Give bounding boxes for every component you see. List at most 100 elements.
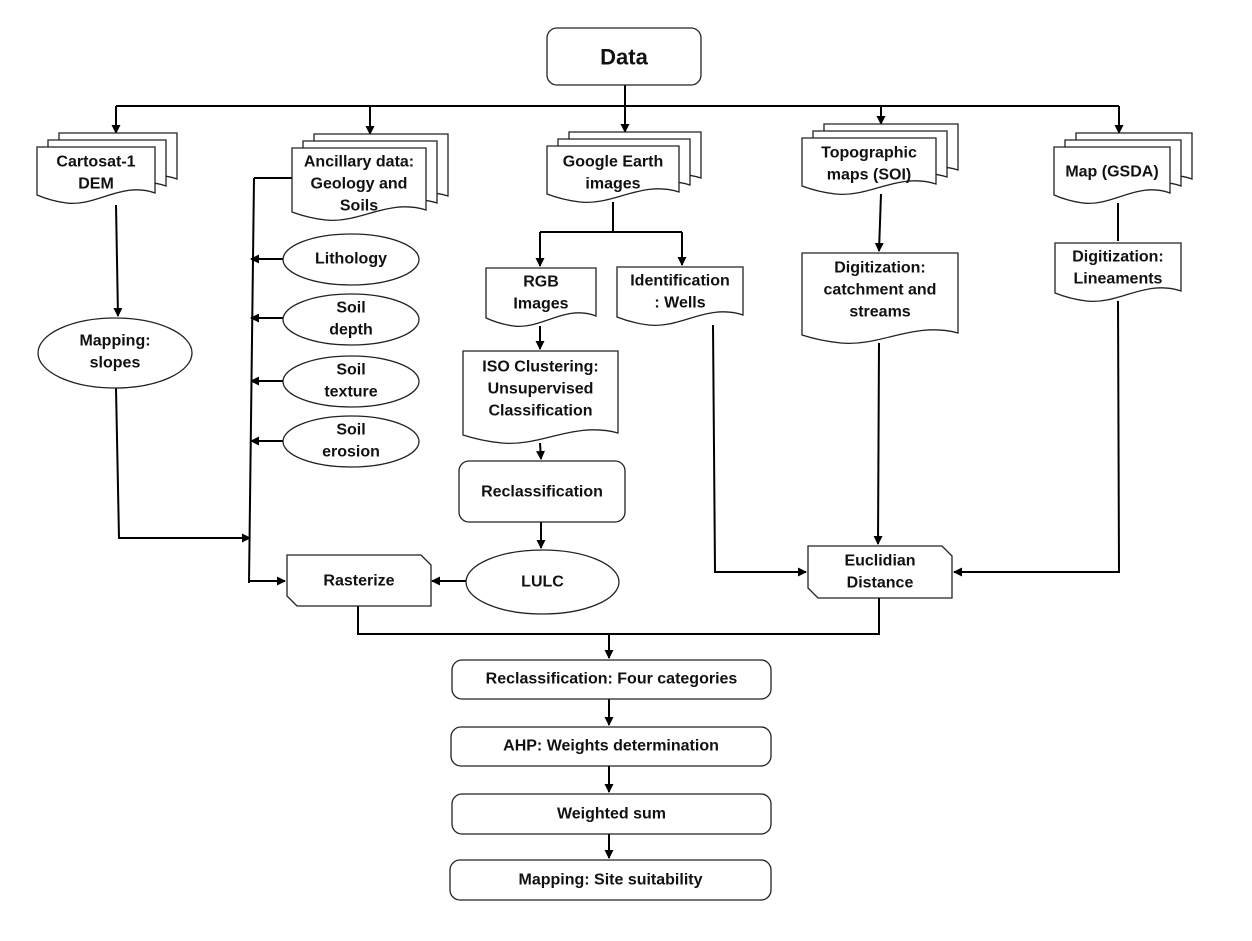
node-label: DEM xyxy=(78,176,114,193)
node-identification-wells: Identification : Wells xyxy=(616,266,744,327)
node-soil-erosion: Soil erosion xyxy=(282,415,420,468)
document-box xyxy=(801,252,959,345)
node-label: catchment and xyxy=(824,282,937,299)
process-box xyxy=(458,460,626,523)
node-digitization-catchment: Digitization: catchment and streams xyxy=(801,252,959,345)
connector-arrow xyxy=(874,193,884,252)
connector-arrow xyxy=(536,442,545,460)
node-label: Rasterize xyxy=(323,573,394,590)
document-stack-front xyxy=(801,137,937,196)
node-label: RGB xyxy=(523,274,559,291)
node-label: Unsupervised xyxy=(488,381,594,398)
node-label: Soil xyxy=(336,362,365,379)
node-label: Reclassification xyxy=(481,484,603,501)
process-ellipse xyxy=(282,293,420,346)
document-stack-front xyxy=(36,146,156,205)
node-google-earth: Google Earth images xyxy=(546,131,702,204)
node-label: LULC xyxy=(521,574,564,591)
output-box xyxy=(807,545,953,599)
document-box xyxy=(485,267,597,328)
node-label: Euclidian xyxy=(844,553,915,570)
node-label: Soils xyxy=(340,198,378,215)
node-label: AHP: Weights determination xyxy=(503,738,719,755)
node-label: texture xyxy=(324,384,377,401)
node-iso-clustering: ISO Clustering: UnsupervisedClassificatio… xyxy=(462,350,619,445)
node-weighted-sum: Weighted sum xyxy=(451,793,772,835)
node-label: Soil xyxy=(336,422,365,439)
process-ellipse xyxy=(465,549,620,615)
node-label: streams xyxy=(849,304,910,321)
node-soil-texture: Soil texture xyxy=(282,355,420,408)
node-digitization-lineaments: Digitization: Lineaments xyxy=(1054,242,1182,303)
node-label: Mapping: Site suitability xyxy=(518,872,702,889)
node-label: Identification xyxy=(630,273,730,290)
connector-layer xyxy=(111,85,1124,859)
node-label: erosion xyxy=(322,444,380,461)
document-box xyxy=(616,266,744,327)
connector-arrow xyxy=(953,300,1121,577)
node-label: Google Earth xyxy=(563,154,663,171)
node-label: images xyxy=(585,176,640,193)
node-label: Lineaments xyxy=(1074,271,1163,288)
process-ellipse xyxy=(282,355,420,408)
node-rgb-images: RGB Images xyxy=(485,267,597,328)
node-mapping-slopes: Mapping: slopes xyxy=(37,317,193,389)
process-ellipse xyxy=(37,317,193,389)
node-soil-depth: Soil depth xyxy=(282,293,420,346)
node-label: maps (SOI) xyxy=(827,167,911,184)
process-box xyxy=(449,859,772,901)
document-stack-front xyxy=(546,145,680,204)
node-topographic: Topographic maps (SOI) xyxy=(801,123,959,196)
node-label: Data xyxy=(600,45,648,70)
process-ellipse xyxy=(282,415,420,468)
node-reclass-four: Reclassification: Four categories xyxy=(451,659,772,700)
node-label: Topographic xyxy=(821,145,917,162)
connector-line xyxy=(357,598,880,635)
output-box xyxy=(286,554,432,607)
node-lulc: LULC xyxy=(465,549,620,615)
process-box xyxy=(546,27,702,86)
node-rasterize: Rasterize xyxy=(286,554,432,607)
connector-arrow xyxy=(113,204,123,317)
document-box xyxy=(462,350,619,445)
node-label: Soil xyxy=(336,300,365,317)
node-label: Mapping: xyxy=(79,333,150,350)
node-label: Map (GSDA) xyxy=(1065,164,1158,181)
node-reclassification: Reclassification xyxy=(458,460,626,523)
node-label: Classification xyxy=(488,403,592,420)
node-lithology: Lithology xyxy=(282,233,420,286)
document-box xyxy=(1054,242,1182,303)
node-label: Distance xyxy=(847,575,914,592)
node-ahp: AHP: Weights determination xyxy=(450,726,772,767)
node-label: Digitization: xyxy=(1072,249,1164,266)
node-label: Lithology xyxy=(315,251,387,268)
node-label: Weighted sum xyxy=(557,806,666,823)
document-stack-front xyxy=(291,147,427,222)
document-stack-front xyxy=(1053,146,1171,205)
node-label: depth xyxy=(329,322,373,339)
node-label: Geology and xyxy=(311,176,408,193)
node-label: Ancillary data: xyxy=(304,154,414,171)
node-map-gsda: Map (GSDA) xyxy=(1053,132,1193,205)
node-site-suitability: Mapping: Site suitability xyxy=(449,859,772,901)
connector-arrow xyxy=(712,324,807,577)
node-label: Images xyxy=(513,296,568,313)
connector-arrow xyxy=(873,342,883,545)
node-label: Digitization: xyxy=(834,260,926,277)
process-box xyxy=(451,793,772,835)
node-data: Data xyxy=(546,27,702,86)
process-box xyxy=(450,726,772,767)
node-label: slopes xyxy=(90,355,141,372)
connector-arrow xyxy=(115,387,251,543)
node-label: : Wells xyxy=(654,295,705,312)
node-label: ISO Clustering: xyxy=(482,359,598,376)
node-label: Cartosat-1 xyxy=(56,154,135,171)
process-box xyxy=(451,659,772,700)
process-ellipse xyxy=(282,233,420,286)
